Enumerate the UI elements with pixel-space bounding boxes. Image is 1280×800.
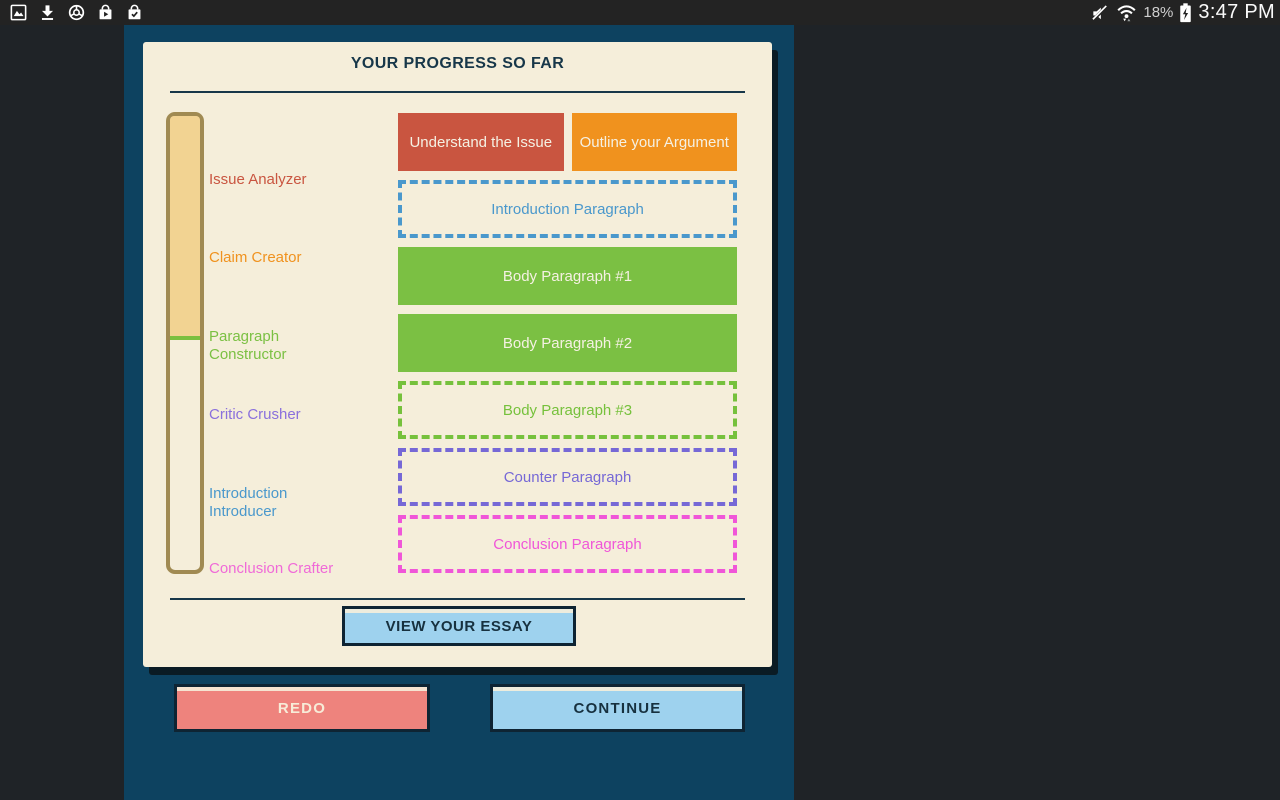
battery-charging-icon — [1180, 3, 1192, 23]
redo-button[interactable]: REDO — [174, 684, 430, 732]
divider-bottom — [170, 598, 745, 600]
level-label-critic-crusher: Critic Crusher — [209, 406, 301, 423]
volume-muted-icon — [1092, 4, 1109, 21]
clock: 3:47 PM — [1198, 1, 1275, 23]
step-row: Understand the Issue Outline your Argume… — [398, 113, 737, 171]
level-label-introduction-introducer: Introduction Introducer — [209, 485, 288, 520]
notification-icons — [0, 3, 144, 22]
level-label-issue-analyzer: Issue Analyzer — [209, 171, 307, 188]
play-store-icon[interactable] — [96, 3, 115, 22]
step-introduction-paragraph: Introduction Paragraph — [398, 180, 737, 238]
level-label-paragraph-constructor: Paragraph Constructor — [209, 328, 287, 363]
download-icon[interactable] — [38, 3, 57, 22]
progress-card: YOUR PROGRESS SO FAR Issue Analyzer Clai… — [143, 42, 772, 667]
page-title: YOUR PROGRESS SO FAR — [350, 55, 565, 72]
battery-percent: 18% — [1143, 4, 1174, 21]
purchased-bag-icon[interactable] — [125, 3, 144, 22]
step-body-paragraph-3: Body Paragraph #3 — [398, 381, 737, 439]
status-bar: 18% 3:47 PM — [0, 0, 1280, 25]
view-your-essay-button[interactable]: VIEW YOUR ESSAY — [342, 606, 576, 646]
level-label-claim-creator: Claim Creator — [209, 249, 302, 266]
divider-top — [170, 91, 745, 93]
system-status-icons: 18% 3:47 PM — [1090, 1, 1280, 24]
chrome-icon[interactable] — [67, 3, 86, 22]
progress-meter-fill — [170, 116, 200, 339]
level-label-conclusion-crafter: Conclusion Crafter — [209, 560, 334, 577]
step-understand-the-issue: Understand the Issue — [398, 113, 564, 171]
step-conclusion-paragraph: Conclusion Paragraph — [398, 515, 737, 573]
wifi-icon — [1117, 5, 1136, 22]
step-outline-your-argument: Outline your Argument — [571, 113, 737, 171]
continue-button[interactable]: CONTINUE — [490, 684, 745, 732]
gallery-icon[interactable] — [9, 3, 28, 22]
step-body-paragraph-1: Body Paragraph #1 — [398, 247, 737, 305]
progress-meter — [166, 112, 204, 574]
progress-meter-marker — [170, 336, 200, 341]
step-body-paragraph-2: Body Paragraph #2 — [398, 314, 737, 372]
essay-steps: Understand the Issue Outline your Argume… — [398, 113, 737, 582]
step-counter-paragraph: Counter Paragraph — [398, 448, 737, 506]
